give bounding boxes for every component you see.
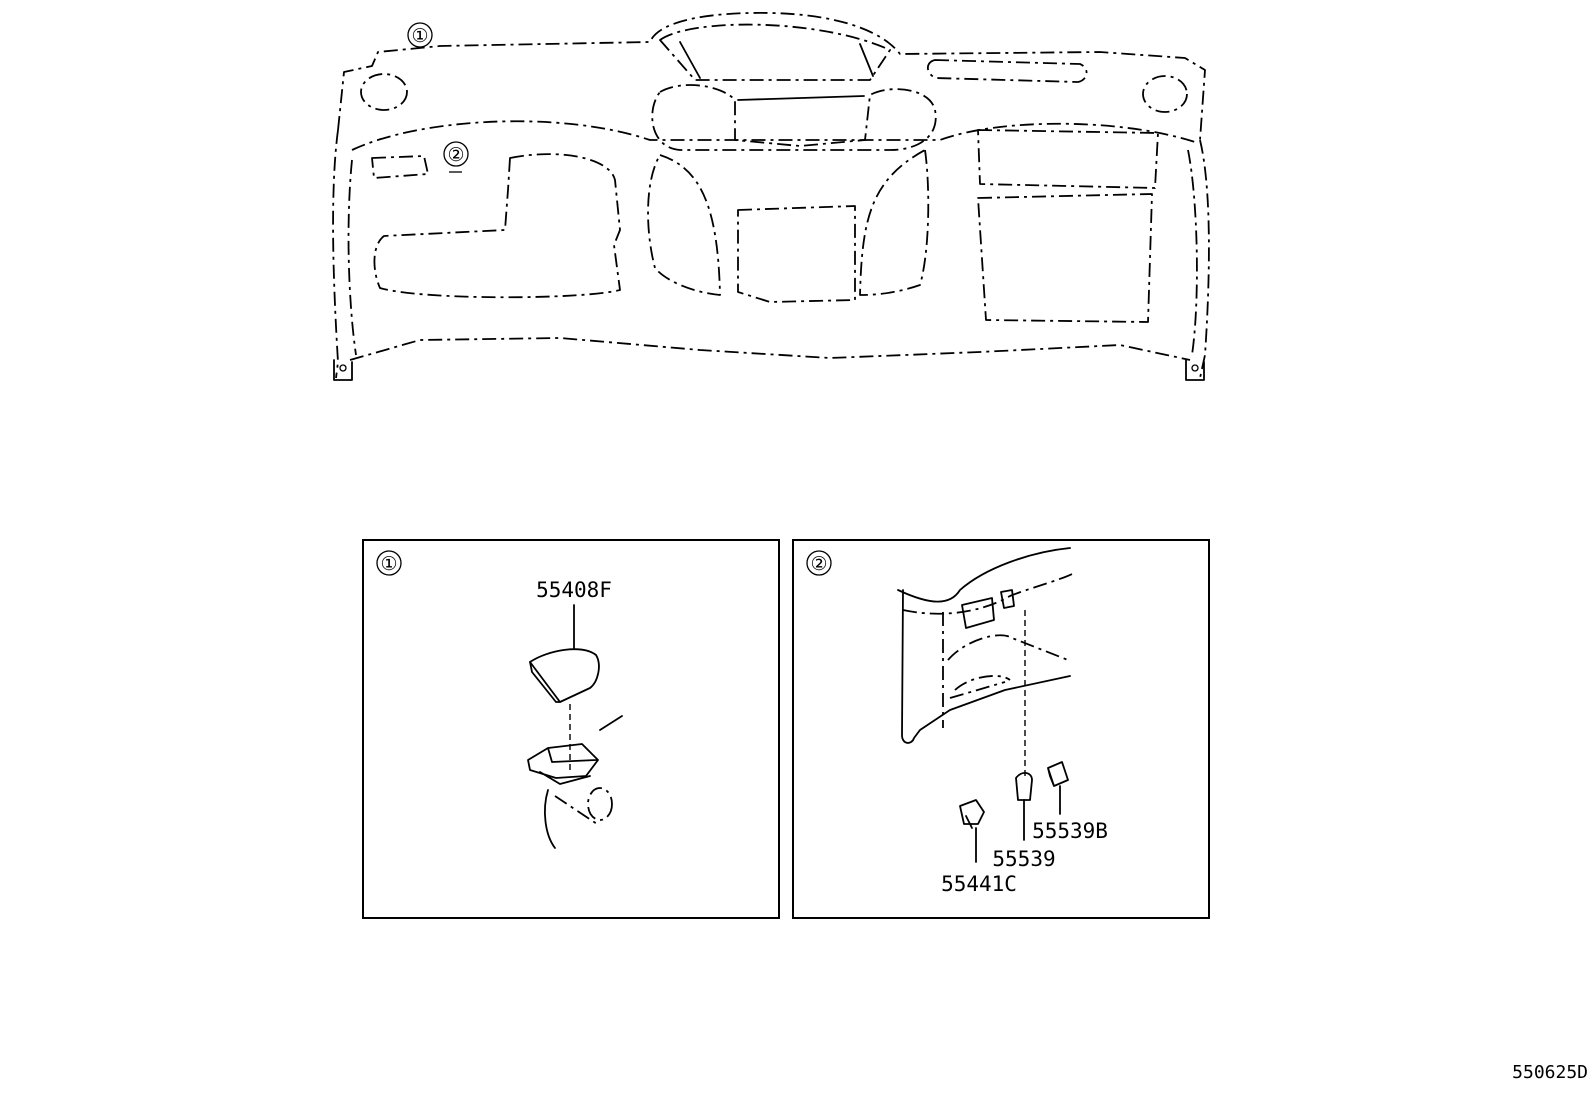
panel-1-callout: ①: [380, 553, 397, 575]
panel-2-callout: ②: [810, 553, 827, 575]
bracket-illustration: [527, 743, 599, 785]
callout-2-marker: ②: [447, 144, 464, 166]
part-label-55539B: 55539B: [1032, 819, 1108, 843]
dash-corner-sketch: [897, 547, 1071, 603]
part-label-55441C: 55441C: [941, 872, 1017, 896]
callout-circle-1: [407, 22, 433, 48]
dashboard-overview: ① ②: [332, 12, 1210, 381]
part-label-55408F: 55408F: [536, 578, 612, 602]
panel-2-frame: [792, 539, 1210, 919]
detail-panel-1: ① 55408F: [362, 539, 780, 919]
panel-1-frame: [362, 539, 780, 919]
callout-circle-2: [443, 141, 469, 167]
callout-1-marker: ①: [411, 25, 428, 47]
diagram-code: 550625D: [1512, 1062, 1588, 1083]
detail-panel-2: ② 55539B 55539 55441C: [792, 539, 1210, 919]
clip-part-illustration: [529, 648, 600, 703]
part-label-55539: 55539: [992, 847, 1055, 871]
